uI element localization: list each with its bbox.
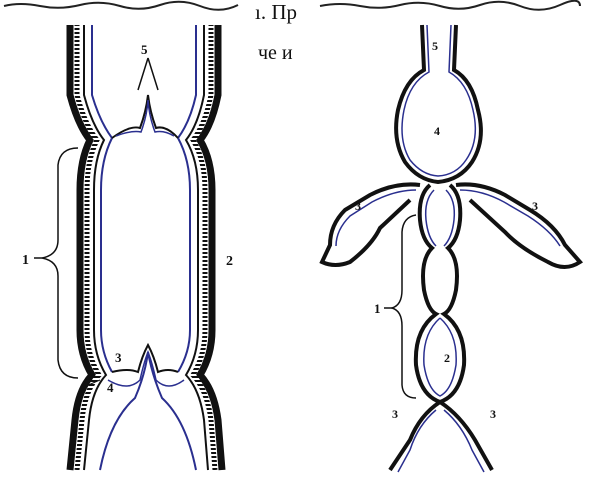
label-3-left: 3 [115,350,122,365]
label-3-right-upper-right: 3 [532,199,538,213]
flow-arrows [138,58,158,90]
label-5-left: 5 [141,42,148,57]
label-5-right: 5 [432,39,438,53]
label-3-right-lower-left: 3 [392,407,398,421]
label-3-right-upper-left: 3 [355,199,361,213]
label-4-right: 4 [434,124,440,138]
label-3-right-lower-right: 3 [490,407,496,421]
label-1-left: 1 [22,253,29,268]
segment-brace-right [392,215,416,398]
left-vessel: 1 2 3 4 5 [22,25,233,470]
right-vessel-labels: 5 4 3 3 1 2 3 3 [355,39,538,421]
right-vessel-network [322,25,580,472]
segment-brace-left [42,148,78,378]
label-2-right: 2 [444,351,450,365]
label-2-left: 2 [226,254,233,269]
label-4-left: 4 [107,380,114,395]
label-1-right: 1 [374,301,381,316]
